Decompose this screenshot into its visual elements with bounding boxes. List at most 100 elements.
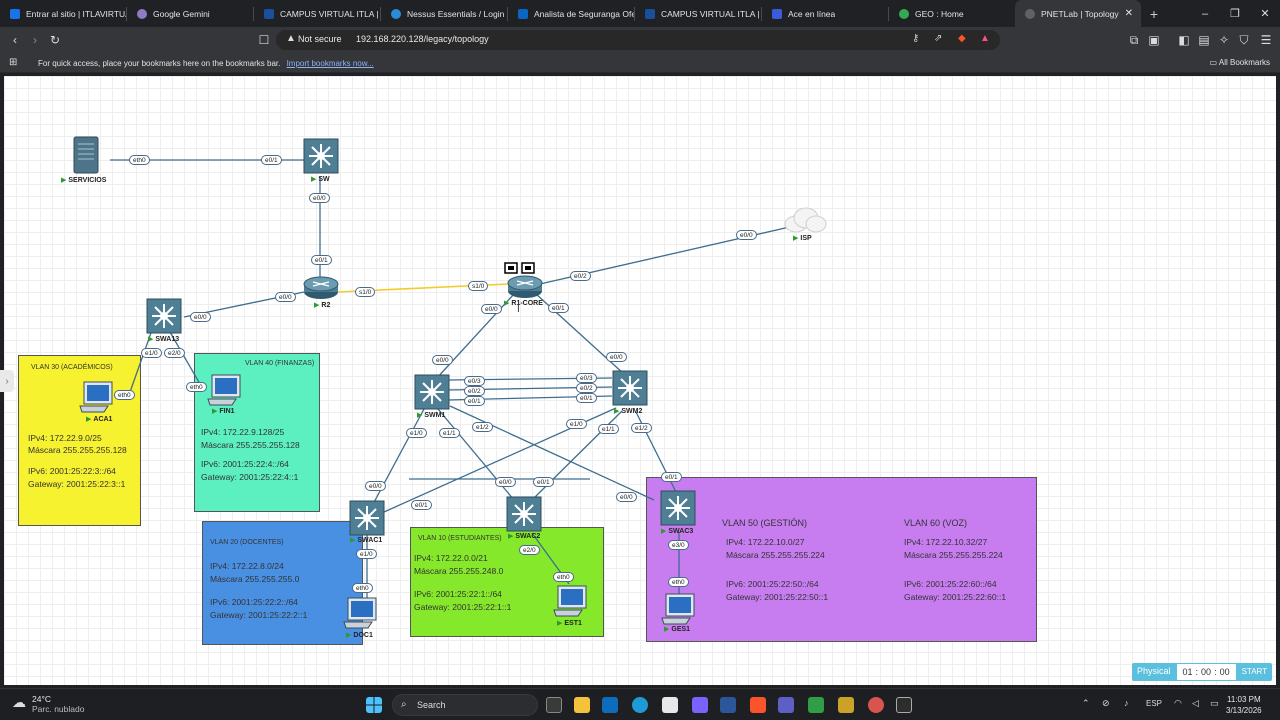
port-label[interactable]: e0/1 (411, 500, 432, 510)
tab-ace[interactable]: Ace en línea (762, 0, 888, 27)
forward-icon[interactable]: › (33, 33, 37, 47)
port-label[interactable]: e0/0 (309, 193, 330, 203)
timer-minutes[interactable]: 00 (1201, 667, 1212, 677)
tab-linkedin[interactable]: Analista de Seguranga Ofe (508, 0, 634, 27)
import-bookmarks-link[interactable]: Import bookmarks now... (286, 59, 374, 68)
switch-icon[interactable] (303, 138, 339, 174)
switch-icon[interactable] (660, 490, 696, 526)
pc-icon[interactable] (206, 373, 242, 407)
port-label[interactable]: e1/2 (631, 423, 652, 433)
port-label[interactable]: e0/1 (533, 477, 554, 487)
device-label-swac2[interactable]: ▶SWAC2 (508, 533, 541, 540)
device-label-aca1[interactable]: ▶ACA1 (86, 416, 113, 423)
router-icon[interactable] (506, 275, 544, 299)
network-off-icon[interactable]: ⊘ (1102, 698, 1110, 708)
port-label[interactable]: e0/0 (432, 355, 453, 365)
port-label[interactable]: e0/0 (616, 492, 637, 502)
port-label[interactable]: e0/1 (261, 155, 282, 165)
device-label-swm2[interactable]: ▶SWM2 (614, 408, 643, 415)
minimize-button[interactable]: – (1201, 7, 1209, 20)
device-label-swac1[interactable]: ▶SWAC1 (350, 537, 383, 544)
port-label[interactable]: e0/2 (576, 383, 597, 393)
port-label[interactable]: eth0 (129, 155, 150, 165)
device-label-fin1[interactable]: ▶FIN1 (212, 408, 235, 415)
rewards-icon[interactable]: ▲ (980, 33, 990, 44)
vlan50-60-box[interactable]: VLAN 50 (GESTIÓN) IPv4: 172.22.10.0/27 M… (646, 477, 1037, 642)
port-label[interactable]: e0/0 (495, 477, 516, 487)
device-label-swa13[interactable]: ▶SWA13 (148, 336, 180, 343)
tab-geo[interactable]: GEO : Home (889, 0, 1015, 27)
chevron-up-icon[interactable]: ⌃ (1082, 698, 1090, 708)
port-label[interactable]: e2/0 (164, 348, 185, 358)
cloud-icon[interactable] (782, 206, 828, 234)
port-label[interactable]: e1/2 (472, 422, 493, 432)
url-text[interactable]: 192.168.220.128/legacy/topology (356, 34, 489, 44)
port-label[interactable]: e0/1 (548, 303, 569, 313)
port-label[interactable]: e0/0 (275, 292, 296, 302)
link-swm1-swac3[interactable] (449, 405, 655, 501)
extensions-icon[interactable]: ⧉ (1129, 32, 1139, 47)
port-label[interactable]: e0/2 (570, 271, 591, 281)
menu-icon[interactable]: ☰ (1260, 33, 1272, 47)
pc-icon[interactable] (552, 584, 588, 618)
back-icon[interactable]: ‹ (13, 33, 17, 47)
brave-icon[interactable] (750, 697, 766, 713)
timer-hours[interactable]: 01 (1182, 667, 1193, 677)
port-label[interactable]: e0/0 (481, 304, 502, 314)
address-bar[interactable]: ▲ Not secure 192.168.220.128/legacy/topo… (276, 30, 1000, 50)
port-label[interactable]: e1/1 (439, 428, 460, 438)
physical-button[interactable]: Physical (1132, 663, 1176, 681)
apps-grid-icon[interactable]: ⊞ (9, 57, 18, 68)
tab-campus-virtual-2[interactable]: CAMPUS VIRTUAL ITLA | P (635, 0, 761, 27)
battery-icon[interactable]: ▭ (1210, 698, 1219, 708)
share-icon[interactable]: ⇗ (934, 33, 943, 44)
tab-gemini[interactable]: Google Gemini (127, 0, 253, 27)
device-label-servicios[interactable]: ▶SERVICIOS (61, 177, 107, 184)
bookmark-icon[interactable]: ☐ (258, 33, 270, 47)
port-label[interactable]: e0/1 (311, 255, 332, 265)
port-label[interactable]: e1/0 (566, 419, 587, 429)
port-label[interactable]: eth0 (114, 390, 135, 400)
topology-canvas[interactable]: VLAN 30 (ACADÉMICOS) IPv4: 172.22.9.0/25… (4, 76, 1276, 685)
timer-seconds[interactable]: 00 (1219, 667, 1230, 677)
sidebar-icon[interactable]: ◧ (1178, 33, 1190, 47)
port-label[interactable]: e3/0 (668, 540, 689, 550)
windows-start-icon[interactable] (366, 697, 382, 713)
port-label[interactable]: e1/0 (141, 348, 162, 358)
port-label[interactable]: e0/3 (464, 376, 485, 386)
switch-icon[interactable] (349, 500, 385, 536)
wallet-icon[interactable]: ▤ (1198, 33, 1210, 47)
port-label[interactable]: e0/1 (661, 472, 682, 482)
link-r1-swm1[interactable] (435, 293, 515, 380)
file-explorer-icon[interactable] (574, 697, 590, 713)
port-label[interactable]: e0/3 (576, 373, 597, 383)
device-label-swm1[interactable]: ▶SWM1 (417, 412, 446, 419)
device-label-ges1[interactable]: ▶GES1 (664, 626, 691, 633)
vlan10-box[interactable]: VLAN 10 (ESTUDIANTES) IPv4: 172.22.0.0/2… (410, 527, 604, 637)
system-clock[interactable]: 11:03 PM 3/13/2026 (1226, 694, 1262, 716)
port-label[interactable]: e0/1 (464, 396, 485, 406)
switch-icon[interactable] (414, 374, 450, 410)
sidebar-expand-button[interactable]: › (0, 370, 14, 392)
terminal-icon[interactable] (896, 697, 912, 713)
port-label[interactable]: e1/1 (598, 424, 619, 434)
port-label[interactable]: e2/0 (519, 545, 540, 555)
port-label[interactable]: eth0 (553, 572, 574, 582)
port-label[interactable]: eth0 (352, 583, 373, 593)
start-timer-button[interactable]: START (1236, 663, 1273, 681)
edge-icon[interactable] (632, 697, 648, 713)
port-label[interactable]: e0/1 (576, 393, 597, 403)
pc-icon[interactable] (342, 596, 378, 630)
port-label[interactable]: e1/0 (356, 549, 377, 559)
new-tab-button[interactable]: + (1149, 5, 1159, 22)
switch-icon[interactable] (612, 370, 648, 406)
port-label[interactable]: eth0 (186, 382, 207, 392)
tab-nessus[interactable]: Nessus Essentials / Login (381, 0, 507, 27)
port-label[interactable]: e0/0 (606, 352, 627, 362)
close-window-button[interactable]: ✕ (1260, 8, 1270, 20)
port-label[interactable]: e0/0 (736, 230, 757, 240)
vscode-icon[interactable] (808, 697, 824, 713)
port-label[interactable]: e1/0 (406, 428, 427, 438)
console-status-icon[interactable] (504, 262, 536, 274)
microphone-icon[interactable]: ♪ (1124, 698, 1129, 708)
